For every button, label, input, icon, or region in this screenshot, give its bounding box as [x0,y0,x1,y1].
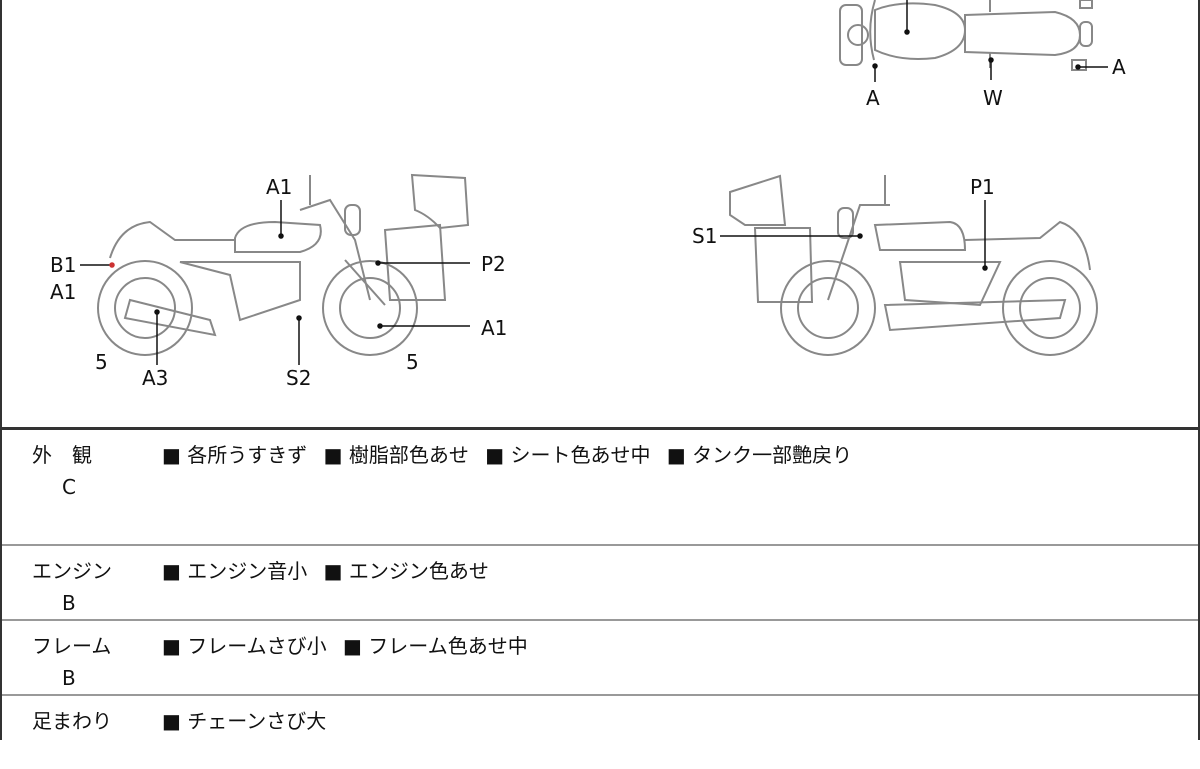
row-grade: C [62,475,76,499]
top-view-motorcycle [839,0,1093,71]
top-view-leaders [872,0,1108,82]
row-grade: B [62,591,76,615]
label-tank: A1 [266,175,293,199]
label-exhaust: S2 [286,366,312,390]
sheet-frame [0,0,1200,740]
row-category: フレーム [32,634,112,658]
row-items: エンジン音小 エンジン色あせ [162,556,499,586]
condition-row-exterior: 外 観 C 各所うすきず 樹脂部色あせ シート色あせ中 タンク一部艶戻り [2,430,1198,546]
condition-item: 樹脂部色あせ [324,443,469,467]
condition-item: エンジン音小 [162,559,307,583]
left-side-motorcycle [97,173,470,356]
label-top-a-left: A [866,86,880,110]
right-side-leaders [720,200,988,271]
label-rear-fender: B1 [50,253,77,277]
left-side-leaders [80,200,470,365]
right-side-motorcycle [729,174,1098,356]
row-category: エンジン [32,559,112,583]
condition-item: フレーム色あせ中 [343,634,528,658]
label-rear-fender-2: A1 [50,280,77,304]
label-tank-right: P1 [970,175,995,199]
condition-item: フレームさび小 [162,634,327,658]
row-items: フレームさび小 フレーム色あせ中 [162,631,538,661]
diagram-divider [0,427,1200,430]
condition-item: チェーンさび大 [162,709,326,733]
label-front-wheel-num: 5 [406,350,419,374]
label-bag-right: S1 [692,224,718,248]
label-rear-wheel-num: 5 [95,350,108,374]
label-muffler: A3 [142,366,169,390]
condition-item: エンジン色あせ [324,559,489,583]
condition-row-engine: エンジン B エンジン音小 エンジン色あせ [2,546,1198,621]
label-top-a-right: A [1112,55,1126,79]
label-front-wheel: A1 [481,316,508,340]
condition-item: シート色あせ中 [485,443,650,467]
row-items: 各所うすきず 樹脂部色あせ シート色あせ中 タンク一部艶戻り [162,440,862,470]
label-bag-left: P2 [481,252,506,276]
condition-diagram: A W A A1 B1 A1 P2 A1 5 5 A3 S2 S1 P1 [50,0,1126,390]
condition-item: 各所うすきず [162,443,307,467]
condition-item: タンク一部艶戻り [667,443,852,467]
condition-row-frame: フレーム B フレームさび小 フレーム色あせ中 [2,621,1198,696]
row-grade: B [62,666,76,690]
label-top-w: W [983,86,1003,110]
row-items: チェーンさび大 [162,706,336,736]
motorcycle-drawings [80,0,1108,365]
row-category: 外 観 [32,443,92,467]
condition-row-suspension: 足まわり チェーンさび大 [2,696,1198,769]
row-category: 足まわり [32,709,112,733]
